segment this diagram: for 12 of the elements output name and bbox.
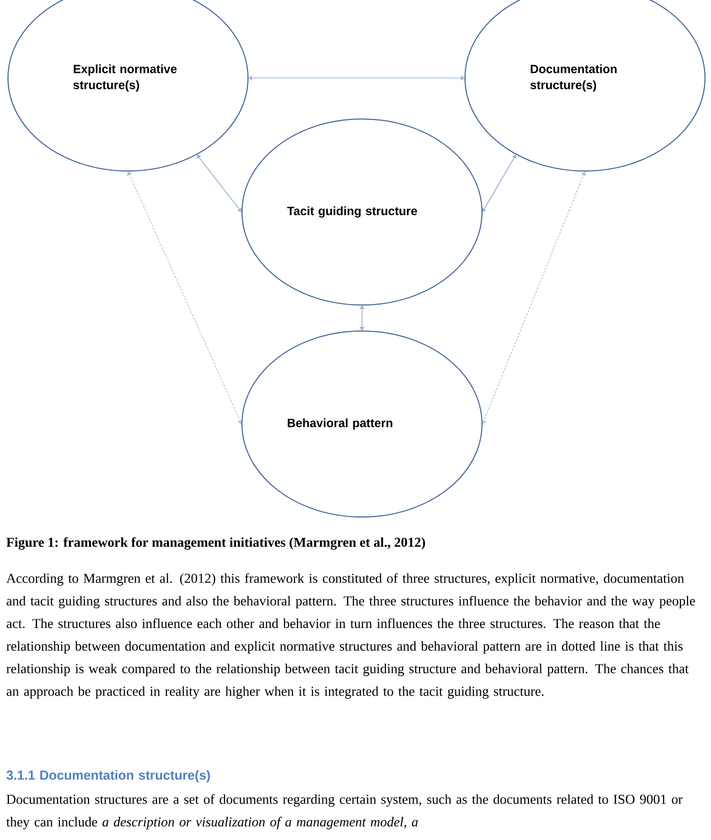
ellipse-node: Behavioral pattern: [242, 330, 482, 518]
arrow: [482, 172, 586, 424]
arrow: [359, 306, 365, 330]
arrow: [127, 172, 242, 424]
arrow: [482, 154, 516, 212]
section-heading: 3.1.1 Documentation structure(s): [6, 770, 210, 782]
figure-caption: Figure 1: framework for management initiatives (Marmgren et al., 2012): [6, 537, 426, 550]
arrow: [197, 154, 242, 212]
paragraph: Documentation structures are a set of documents regarding certain system, such as the documents related to ISO 9001 or they can include a description or visualization of a management model, a: [6, 794, 683, 830]
paragraph: According to Marmgren et al. (2012) this framework is constituted of three structures, explicit normative, documentation and tacit guiding structures and also the behavioral pattern. The three structures influence the behavior and the way people act. The structures also influence each other and behavior in turn influences the three structures. The reason that the relationship between documentation and explicit normative structures and behavioral pattern are in dotted line is that this relationship is weak compared to the relationship between tacit guiding structure and behavioral pattern. The chances that an approach be practiced in reality are higher when it is integrated to the tacit guiding structure.: [6, 573, 695, 699]
ellipse-node: Tacit guiding structure: [242, 118, 482, 306]
arrow: [248, 75, 464, 81]
